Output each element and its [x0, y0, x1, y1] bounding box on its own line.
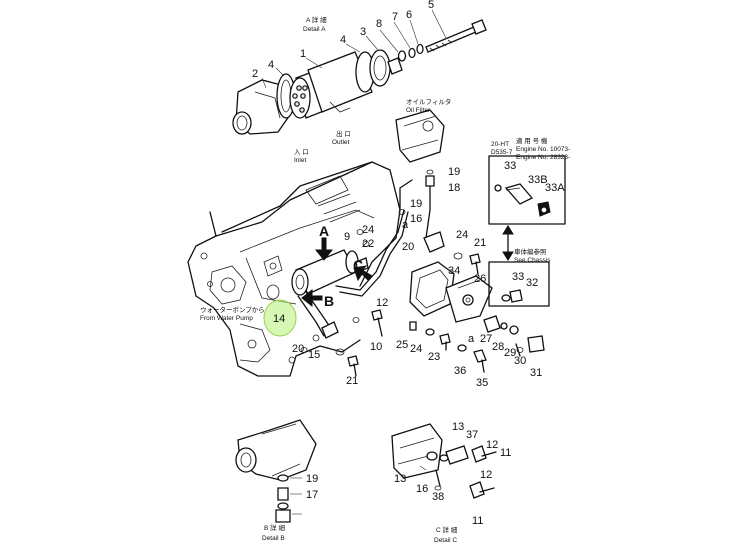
detail-c-title-jp: C 詳 細 [436, 525, 458, 534]
part-13a: 13 [452, 421, 464, 433]
part-36: 36 [454, 365, 466, 377]
part-7: 7 [392, 11, 398, 23]
arrow-a-small-2: a [468, 333, 475, 345]
detail-b-title-jp: B 詳 細 [264, 523, 285, 532]
part-20b: 20 [292, 343, 304, 355]
part-27: 27 [480, 333, 492, 345]
detail-a-assembly [232, 19, 487, 135]
part-37: 37 [466, 429, 478, 441]
part-numbers: 1 2 3 4 4 5 6 7 8 9 10 11 11 12 12 12 13… [252, 0, 565, 527]
engine-variant-box [488, 155, 566, 307]
part-26: 26 [474, 273, 486, 285]
inlet-label-jp: 入 口 [294, 148, 309, 156]
part-28: 28 [492, 341, 504, 353]
oil-filter-label-en: Oil Filter [406, 107, 431, 114]
cooler-fins [292, 85, 308, 113]
part-6: 6 [406, 9, 412, 21]
arrow-b-label: B [324, 293, 334, 309]
part-33B: 33B [528, 174, 548, 186]
engine-block [187, 161, 401, 377]
inlet-label-en: Inlet [294, 157, 306, 164]
part-4a: 4 [268, 59, 274, 71]
part-1: 1 [300, 48, 306, 60]
arrow-c-label: C [353, 257, 363, 273]
engine-number-table: 20-HT 適 用 号 機 D535-7 Engine No. 10073- E… [491, 136, 570, 264]
outlet-label-en: Outlet [332, 139, 350, 146]
part-15: 15 [308, 349, 320, 361]
oil-filter-label-jp: オイルフィルタ [406, 97, 451, 106]
part-12a: 12 [376, 297, 388, 309]
part-17: 17 [306, 489, 318, 501]
part-3: 3 [360, 26, 366, 38]
part-25: 25 [396, 339, 408, 351]
part-35: 35 [476, 377, 488, 389]
part-33b: 33 [512, 271, 524, 283]
water-pump-label-en: From Water Pump [200, 315, 253, 322]
part-12b: 12 [486, 439, 498, 451]
table-r2c1: D535-7 [491, 149, 513, 156]
part-23: 23 [428, 351, 440, 363]
highlight-label: 14 [273, 313, 285, 325]
part-24c: 24 [410, 343, 422, 355]
arrow-a-small-1: a [402, 219, 409, 231]
part-11a: 11 [500, 447, 511, 459]
part-21a: 21 [474, 237, 486, 249]
highlight-callout [263, 299, 297, 337]
table-r1c2: 適 用 号 機 [516, 136, 548, 145]
part-22: 22 [362, 238, 374, 250]
part-31: 31 [530, 367, 542, 379]
part-13b: 13 [394, 473, 406, 485]
part-33a: 33 [504, 160, 516, 172]
part-34: 34 [448, 265, 460, 277]
part-9: 9 [344, 231, 350, 243]
detail-a-title-jp: A 詳 細 [306, 15, 327, 24]
part-4b: 4 [340, 34, 346, 46]
table-r3c2: Engine No. 28323- [516, 154, 570, 161]
part-24b: 24 [456, 229, 468, 241]
part-12c: 12 [480, 469, 492, 481]
detail-a-title-en: Detail A [303, 26, 326, 33]
part-33A: 33A [545, 182, 565, 194]
detail-c-assembly [391, 423, 497, 499]
detail-a-leaders [261, 9, 447, 89]
detail-b-title-en: Detail B [262, 535, 285, 542]
view-arrows [301, 237, 373, 308]
part-19c: 19 [306, 473, 318, 485]
see-chassis-en: See Chassis [514, 257, 551, 264]
see-chassis-jp: 車体編参照 [514, 247, 547, 256]
part-30: 30 [514, 355, 526, 367]
part-16a: 16 [410, 213, 422, 225]
detail-b-assembly [235, 419, 317, 523]
part-38: 38 [432, 491, 444, 503]
part-11b: 11 [472, 515, 483, 527]
arrow-a-label: A [319, 223, 329, 239]
part-8: 8 [376, 18, 382, 30]
part-16b: 16 [416, 483, 428, 495]
engine-oil-cooler [266, 109, 445, 339]
part-18: 18 [448, 182, 460, 194]
part-29: 29 [504, 347, 516, 359]
detail-titles: A 詳 細 Detail A B 詳 細 Detail B C 詳 細 Deta… [200, 15, 458, 544]
part-21b: 21 [346, 375, 358, 387]
table-r2c2: Engine No. 10073- [516, 146, 570, 153]
water-pump-label-jp: ウォーターポンプから [200, 305, 265, 314]
part-19a: 19 [448, 166, 460, 178]
outlet-label-jp: 出 口 [336, 129, 351, 138]
part-5: 5 [428, 0, 434, 11]
part-10: 10 [370, 341, 382, 353]
detail-c-title-en: Detail C [434, 537, 457, 544]
part-19b: 19 [410, 198, 422, 210]
part-24a: 24 [362, 224, 374, 236]
part-2: 2 [252, 68, 258, 80]
filter-mount-block [300, 252, 545, 377]
part-20a: 20 [402, 241, 414, 253]
arrow-letters: A B C a a [319, 219, 475, 345]
part-32: 32 [526, 277, 538, 289]
table-r1c1: 20-HT [491, 141, 509, 148]
